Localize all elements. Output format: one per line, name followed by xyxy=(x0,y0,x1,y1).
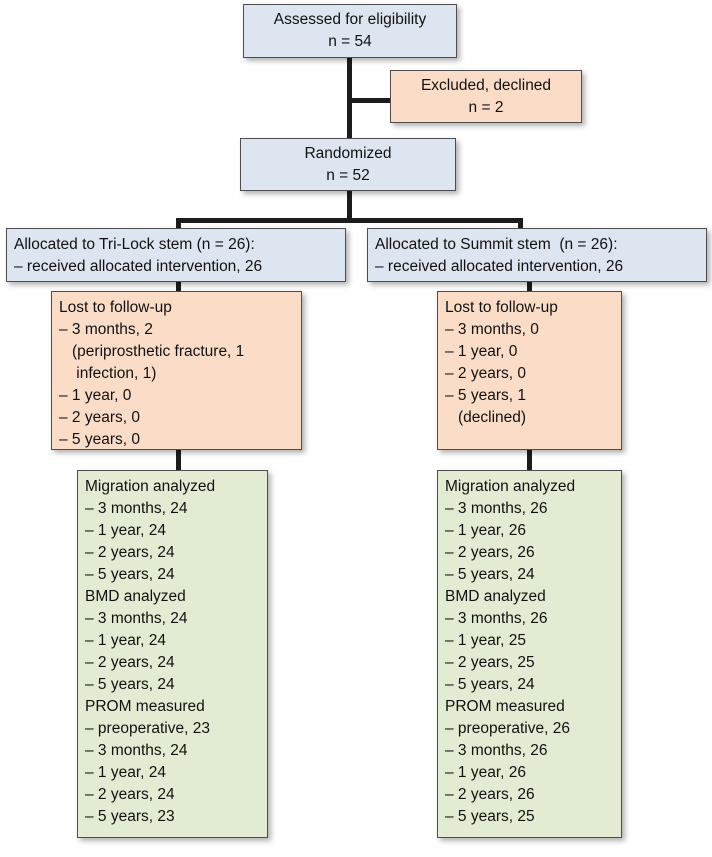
line-item: – 2 years, 24 xyxy=(85,544,175,561)
allocated-right-line-1: Allocated to Summit stem (n = 26): xyxy=(375,236,618,253)
line-item: Migration analyzed xyxy=(445,478,576,495)
line-item: – 1 year, 24 xyxy=(85,522,167,539)
connector-left-allocated-to-lost xyxy=(176,281,181,296)
line-item: – 5 years, 24 xyxy=(445,566,535,583)
line-item: (declined) xyxy=(458,409,527,426)
line-item: Lost to follow-up xyxy=(445,299,558,316)
allocated-right-line-2: – received allocated intervention, 26 xyxy=(375,258,624,275)
line-item: – 1 year, 26 xyxy=(445,764,527,781)
line-item: infection, 1) xyxy=(72,365,157,382)
line-item: – 3 months, 26 xyxy=(445,610,548,627)
line-item: – 2 years, 24 xyxy=(85,786,175,803)
line-item: – 2 years, 0 xyxy=(445,365,526,382)
allocated-left-line-2: – received allocated intervention, 26 xyxy=(14,258,263,275)
line-item: – 2 years, 26 xyxy=(445,786,535,803)
line-item: (periprosthetic fracture, 1 xyxy=(72,343,245,360)
node-randomized: Randomized n = 52 xyxy=(240,138,456,191)
connector-split-to-left-allocated xyxy=(176,218,181,230)
connector-allocation-split-bar xyxy=(176,218,523,223)
line-item: – preoperative, 23 xyxy=(85,720,210,737)
assessed-count: n = 54 xyxy=(328,33,372,50)
line-item: – 3 months, 26 xyxy=(445,742,548,759)
line-item: – 3 months, 2 xyxy=(59,321,153,338)
line-item: – 3 months, 24 xyxy=(85,500,188,517)
line-item: – 1 year, 24 xyxy=(85,764,167,781)
node-lost-to-followup-right: Lost to follow-up – 3 months, 0 – 1 year, … xyxy=(437,291,622,450)
assessed-title: Assessed for eligibility xyxy=(273,11,427,28)
line-item: PROM measured xyxy=(85,698,205,715)
excluded-title: Excluded, declined xyxy=(420,76,552,94)
node-analyzed-right: Migration analyzed – 3 months, 26 – 1 year… xyxy=(437,470,622,838)
connector-split-to-right-allocated xyxy=(518,218,523,230)
connector-right-allocated-to-lost xyxy=(527,281,532,296)
line-item: – 5 years, 0 xyxy=(59,431,140,448)
line-item: – 5 years, 23 xyxy=(85,808,175,825)
line-item: – 3 months, 26 xyxy=(445,500,548,517)
node-allocated-summit: Allocated to Summit stem (n = 26): – rec… xyxy=(367,228,707,282)
line-item: – preoperative, 26 xyxy=(445,720,570,737)
line-item: – 1 year, 0 xyxy=(445,343,518,360)
node-lost-to-followup-left: Lost to follow-up – 3 months, 2 (periprost… xyxy=(51,291,302,450)
line-item: – 5 years, 1 xyxy=(445,387,526,404)
line-item: – 3 months, 24 xyxy=(85,610,188,627)
line-item: – 2 years, 26 xyxy=(445,544,535,561)
line-item: – 5 years, 24 xyxy=(445,676,535,693)
line-item: – 2 years, 0 xyxy=(59,409,140,426)
node-analyzed-left: Migration analyzed – 3 months, 24 – 1 year… xyxy=(77,470,268,838)
node-excluded-declined: Excluded, declined n = 2 xyxy=(390,70,582,123)
line-item: BMD analyzed xyxy=(85,588,186,605)
line-item: – 1 year, 25 xyxy=(445,632,527,649)
line-item: PROM measured xyxy=(445,698,565,715)
line-item: – 1 year, 26 xyxy=(445,522,527,539)
excluded-count: n = 2 xyxy=(468,98,504,116)
line-item: – 5 years, 24 xyxy=(85,566,175,583)
randomized-title: Randomized xyxy=(304,144,392,162)
connector-randomized-stem xyxy=(347,189,352,222)
line-item: – 5 years, 24 xyxy=(85,676,175,693)
connector-left-lost-to-analyzed xyxy=(176,449,181,475)
line-item: – 3 months, 24 xyxy=(85,742,188,759)
connector-trunk-to-excluded xyxy=(347,98,392,103)
line-item: – 2 years, 24 xyxy=(85,654,175,671)
line-item: Lost to follow-up xyxy=(59,299,172,316)
line-item: – 3 months, 0 xyxy=(445,321,539,338)
line-item: – 1 year, 24 xyxy=(85,632,167,649)
line-item: – 2 years, 25 xyxy=(445,654,535,671)
line-item: BMD analyzed xyxy=(445,588,546,605)
connector-right-lost-to-analyzed xyxy=(527,449,532,475)
randomized-count: n = 52 xyxy=(326,166,370,184)
line-item: Migration analyzed xyxy=(85,478,216,495)
line-item: – 1 year, 0 xyxy=(59,387,132,404)
node-assessed-for-eligibility: Assessed for eligibility n = 54 xyxy=(243,4,457,58)
allocated-left-line-1: Allocated to Tri-Lock stem (n = 26): xyxy=(14,236,255,253)
node-allocated-tri-lock: Allocated to Tri-Lock stem (n = 26): – r… xyxy=(6,228,346,282)
line-item: – 5 years, 25 xyxy=(445,808,535,825)
